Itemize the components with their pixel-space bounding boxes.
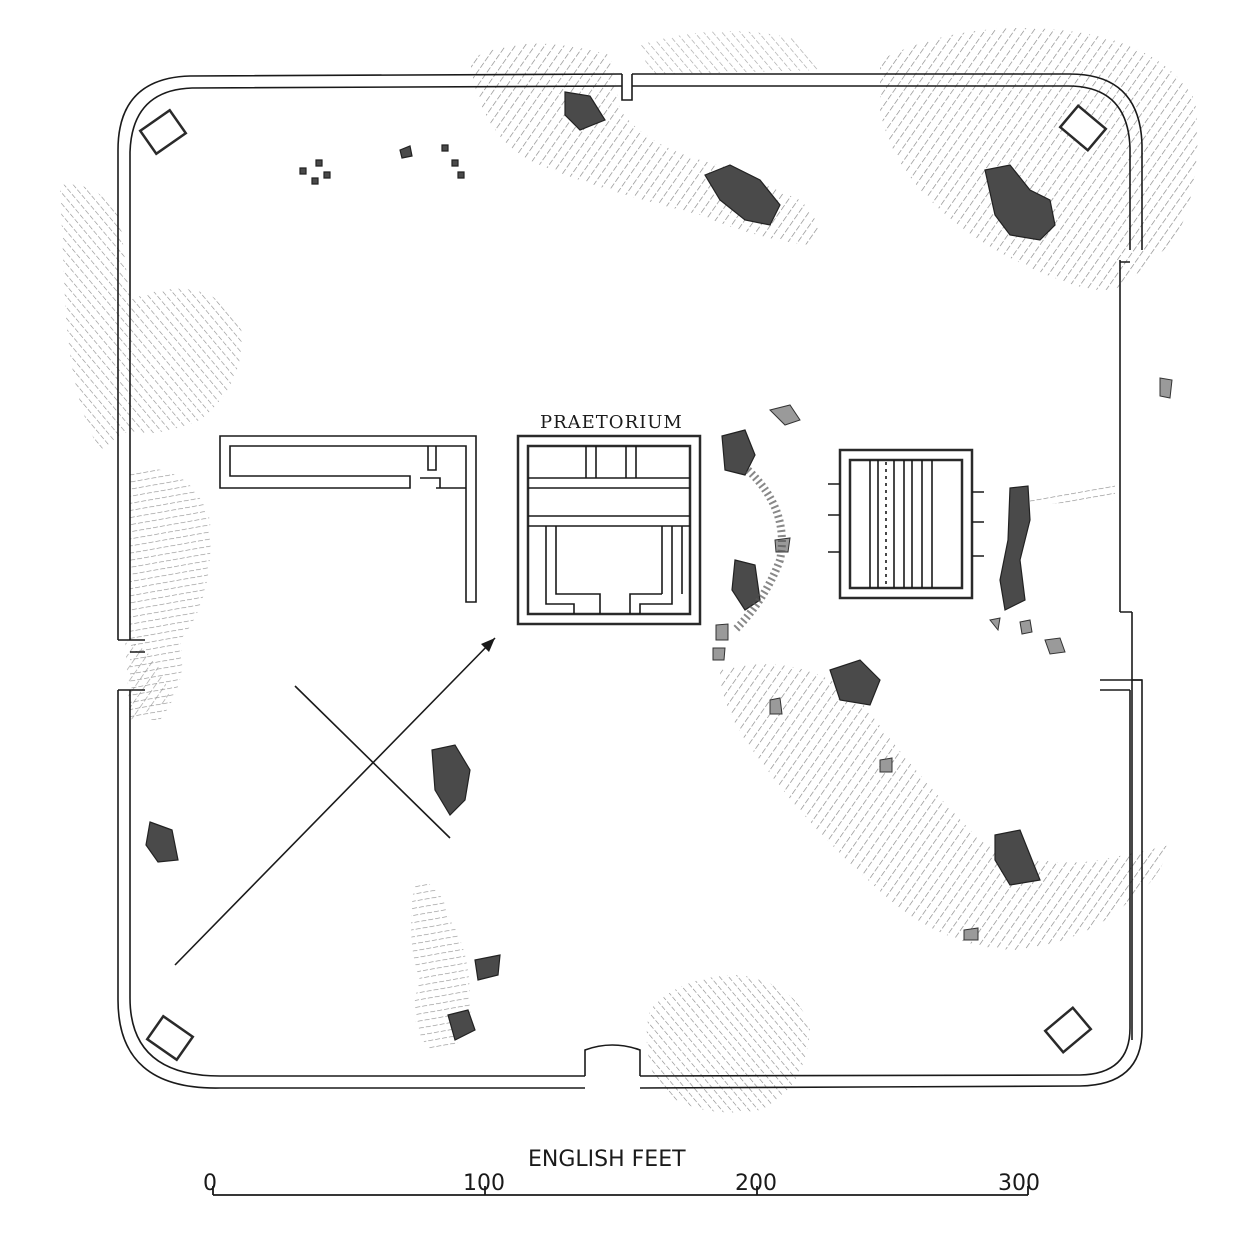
- rubble-north-field: [704, 164, 781, 226]
- rubble-east-wall: [999, 485, 1031, 611]
- earthwork-east-drain: [1030, 485, 1115, 505]
- orientation-arrow-line: [174, 637, 496, 966]
- rubble-north-gate: [564, 91, 606, 131]
- east-gate-returns: [1100, 261, 1142, 691]
- orientation-lines: [174, 637, 496, 966]
- fort-wall-outer: [117, 73, 1143, 1089]
- fort-wall-inner: [129, 85, 1132, 1077]
- scale-label-100: 100: [463, 1171, 505, 1196]
- debris-north-west-scatter: [299, 144, 465, 185]
- building-granary: [828, 448, 984, 600]
- scale-title: ENGLISH FEET: [528, 1147, 686, 1172]
- rubble-west-wall: [145, 821, 179, 863]
- scale-label-300: 300: [998, 1171, 1040, 1196]
- tower-south-west: [145, 1014, 195, 1062]
- rubble-south-middle-1: [474, 954, 501, 981]
- debris-east-scatter: [989, 377, 1173, 655]
- earthwork-south-gate: [646, 975, 810, 1113]
- scale-label-0: 0: [203, 1171, 217, 1196]
- corner-towers: [138, 103, 1108, 1062]
- south-gate-jambs: [584, 1044, 641, 1076]
- rubble-south-middle-2: [447, 1009, 476, 1041]
- north-gate-jambs: [621, 74, 633, 101]
- orientation-cross-line: [294, 685, 451, 839]
- earthwork-north-east-corner: [880, 28, 1198, 290]
- rubble-south-east-1: [829, 659, 881, 706]
- tower-north-west: [138, 108, 188, 156]
- west-gate-returns: [118, 639, 145, 691]
- rubble-central-east-2: [731, 559, 761, 611]
- rubble-south-east-2: [994, 829, 1041, 886]
- tower-south-east: [1043, 1005, 1093, 1055]
- debris-central-arc: [712, 404, 979, 941]
- rubble-central-east: [721, 429, 756, 476]
- rubble-deposits: [145, 91, 1173, 1041]
- scale-label-200: 200: [735, 1171, 777, 1196]
- tower-north-east: [1058, 103, 1108, 153]
- orientation-arrowhead: [481, 638, 495, 652]
- ditch-arc: [732, 467, 786, 633]
- earthwork-south-middle: [411, 880, 471, 1050]
- building-west-barracks: [219, 435, 477, 603]
- fort-wall: [117, 73, 1143, 1089]
- earthwork-west-upper: [60, 184, 242, 450]
- earthwork-south-east-ridge: [720, 664, 1170, 950]
- praetorium-label: PRAETORIUM: [540, 412, 683, 433]
- scale-bar: ENGLISH FEET 0 100 200 300: [203, 1147, 1040, 1196]
- earthwork-north-west-right: [640, 31, 820, 75]
- earthwork-west-lower: [125, 640, 170, 720]
- building-praetorium: [516, 434, 702, 626]
- rubble-north-east-1: [984, 164, 1056, 241]
- rubble-central-south: [431, 744, 471, 816]
